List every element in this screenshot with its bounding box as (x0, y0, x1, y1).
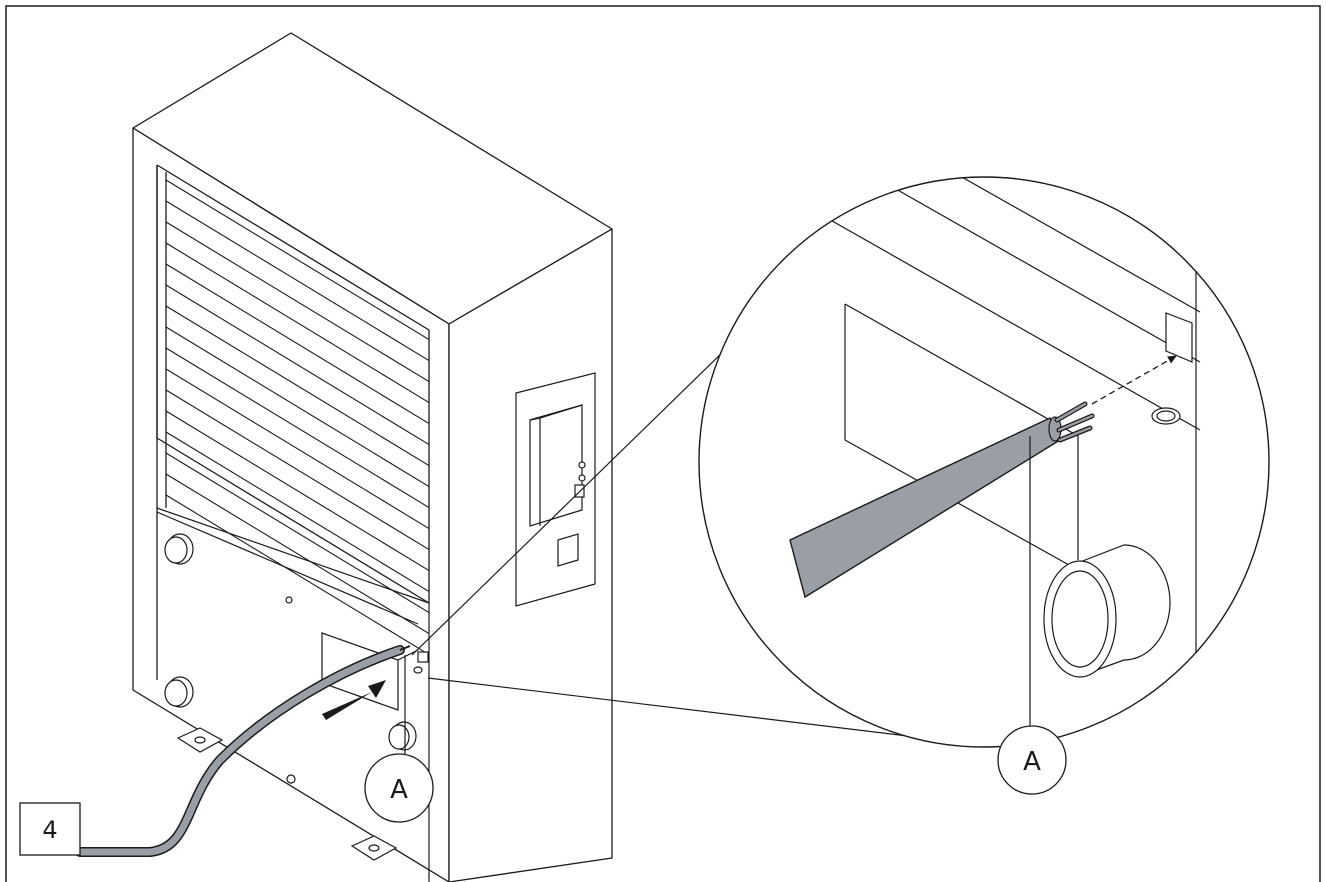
mounting-feet (176, 727, 398, 861)
callout-detail-circle (997, 725, 1067, 795)
step-number-label: 4 (42, 816, 57, 844)
side-control-panel (515, 372, 596, 607)
grille-slat (165, 242, 430, 404)
grille-slat (165, 221, 430, 383)
detail-insertion-arrow (1091, 355, 1177, 405)
detail-terminal-slot (1165, 312, 1193, 363)
grille-slat (165, 284, 430, 446)
grille-slat (165, 452, 430, 614)
grille-slat (165, 473, 430, 635)
pipe-connector-lower-face (164, 679, 188, 707)
detail-entry-plate-bottom (844, 439, 1079, 571)
grille-slat (165, 326, 430, 488)
step-number-box: 4 (19, 802, 81, 856)
insertion-arrow (322, 680, 386, 720)
callout-detail-label: A (1023, 747, 1041, 777)
indicator-lower (578, 474, 586, 482)
figure-border (5, 5, 1321, 882)
grille-slat (165, 389, 430, 551)
callout-main-label: A (390, 775, 408, 805)
detail-panel-edge-3 (959, 177, 1201, 313)
callout-main-circle (364, 753, 434, 823)
grille-slat (165, 410, 430, 572)
screw-hole-upper (285, 596, 293, 604)
stub-connector-face (388, 724, 410, 750)
grille-slats (165, 179, 430, 656)
grille-slat (165, 431, 430, 593)
detail-entry-plate-top (844, 303, 1079, 560)
callout-detail: A (997, 720, 1067, 795)
detail-leader-lower (427, 677, 991, 747)
detail-panel-edge-2 (879, 179, 1201, 363)
foot-right-hole (368, 844, 380, 852)
indicator-upper (578, 461, 586, 469)
detail-panel-edge-1 (759, 179, 1201, 431)
callout-main: A (364, 655, 434, 823)
grille-slat (165, 368, 430, 530)
terminal-hole (413, 666, 423, 674)
side-fitting (557, 533, 579, 567)
grille-slat (165, 179, 430, 341)
grille-slat (165, 494, 430, 656)
grille-slat (165, 305, 430, 467)
control-box (529, 404, 583, 527)
terminal-block (417, 651, 429, 663)
detail-grommet-inner (1156, 410, 1176, 422)
grille-slat (165, 347, 430, 509)
lower-panel-top-edge (156, 507, 430, 604)
foot-left-hole (194, 736, 206, 744)
detail-view (698, 176, 1270, 748)
control-box-top (529, 404, 583, 421)
detail-pipe-bore (1051, 570, 1109, 668)
cable-main (75, 645, 411, 857)
pipe-connector-upper-face (164, 536, 188, 564)
grille-slat (165, 263, 430, 425)
lower-panel-seam (156, 511, 419, 625)
grille-slat (165, 200, 430, 362)
screw-hole-lower (286, 774, 296, 784)
